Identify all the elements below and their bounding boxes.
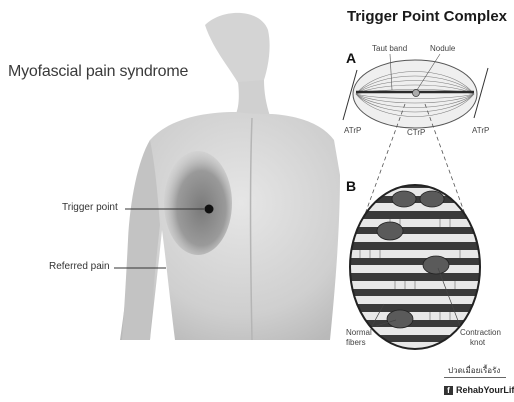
credit-thai-text: ปวดเมื่อยเรื้อรัง	[448, 364, 500, 377]
contraction-knot-label-line1: Contraction	[460, 328, 501, 337]
panel-a-letter: A	[346, 50, 356, 66]
ctrp-label: CTrP	[407, 128, 425, 137]
trigger-point-complex-title: Trigger Point Complex	[347, 8, 507, 25]
credit-brand-label: RehabYourLife	[456, 385, 514, 395]
back-figure	[114, 13, 340, 340]
referred-pain-area	[164, 151, 232, 255]
panel-b-letter: B	[346, 178, 356, 194]
referred-pain-label: Referred pain	[49, 261, 110, 272]
atrp-left-label: ATrP	[344, 126, 361, 135]
contraction-knot-label-line2: knot	[470, 338, 485, 347]
credit-divider	[444, 377, 506, 378]
main-title: Myofascial pain syndrome	[8, 63, 188, 81]
trigger-point-label: Trigger point	[62, 202, 118, 213]
normal-fibers-label-line1: Normal	[346, 328, 372, 337]
panel-b-diagram	[350, 185, 480, 350]
atrp-right-label: ATrP	[472, 126, 489, 135]
nodule-label: Nodule	[430, 44, 455, 53]
trigger-point-dot	[205, 205, 214, 214]
normal-fibers-label-line2: fibers	[346, 338, 366, 347]
taut-band-label: Taut band	[372, 44, 407, 53]
facebook-icon: f	[444, 386, 453, 395]
credit-brand[interactable]: f RehabYourLife	[444, 385, 514, 395]
